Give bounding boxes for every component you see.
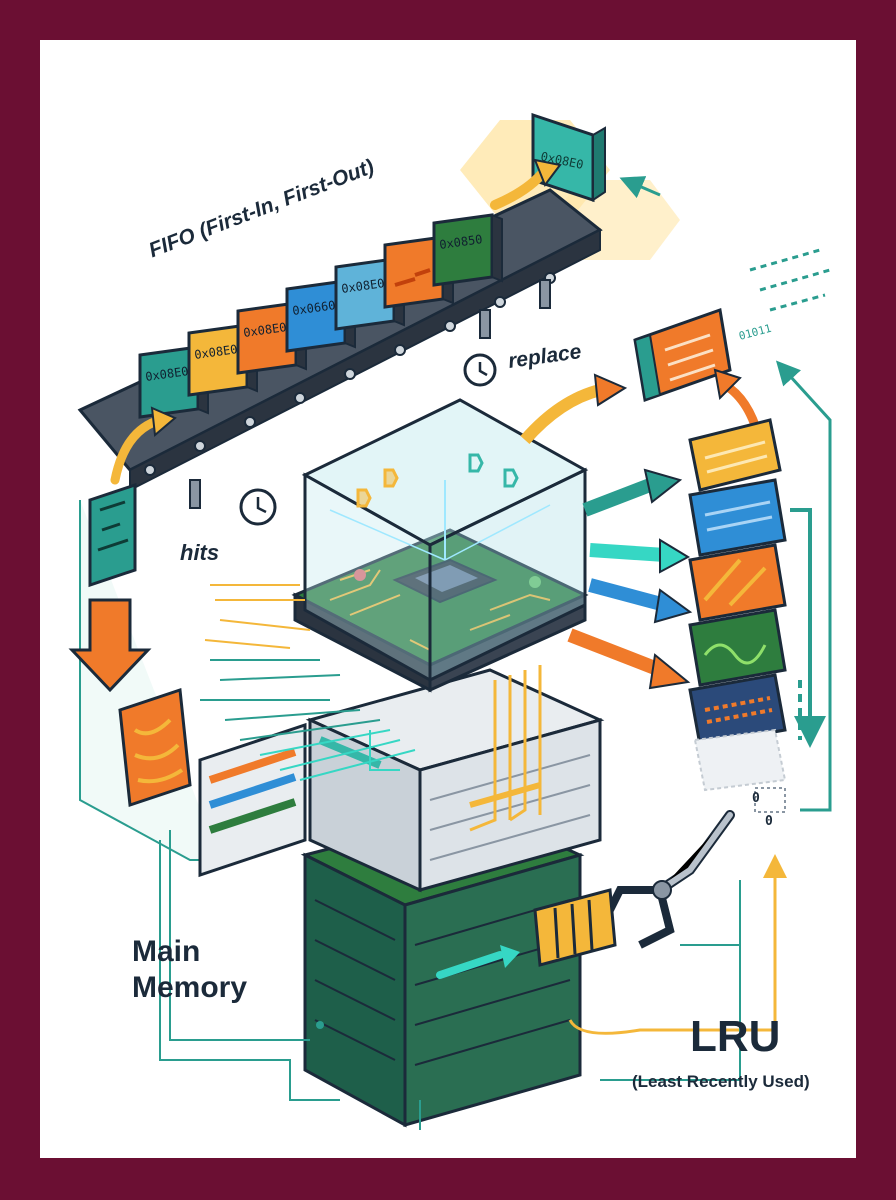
fifo-block-label: 0x0660	[291, 298, 336, 318]
circuit-traces	[200, 584, 542, 832]
lru-stack	[688, 418, 826, 792]
clock-icon	[463, 353, 497, 387]
main-memory-label: Main Memory	[132, 935, 248, 1004]
down-arrow-orange	[68, 598, 152, 693]
fifo-block: 0x08E0	[138, 345, 209, 419]
robotic-claw	[601, 810, 735, 949]
fifo-block-label: 0x08E0	[242, 320, 287, 340]
fifo-block-label: 0x08E0	[193, 342, 238, 362]
svg-text:01011: 01011	[737, 322, 772, 343]
left-block-orange	[118, 687, 192, 808]
fifo-block-label: 0x08E0	[144, 364, 189, 384]
lru-bit: 0	[752, 791, 760, 806]
fifo-block: 0x0850	[432, 213, 503, 287]
left-block-green	[88, 482, 137, 588]
clock-icon	[239, 488, 277, 526]
replaced-block	[633, 307, 732, 403]
lru-label: LRU	[690, 1012, 781, 1061]
cache-tag-panel	[198, 722, 307, 878]
output-arrows	[520, 373, 693, 690]
lru-subtitle: (Least Recently Used)	[632, 1072, 810, 1091]
glass-box	[301, 398, 589, 683]
hits-label: hits	[180, 540, 220, 565]
fifo-block-label: 0x0850	[438, 232, 483, 252]
fifo-block-label: 0x08E0	[340, 276, 385, 296]
lru-bit: 0	[765, 814, 773, 829]
memory-connectors	[159, 830, 421, 1130]
claw-block	[533, 888, 617, 967]
lru-return-arrow	[775, 360, 832, 812]
